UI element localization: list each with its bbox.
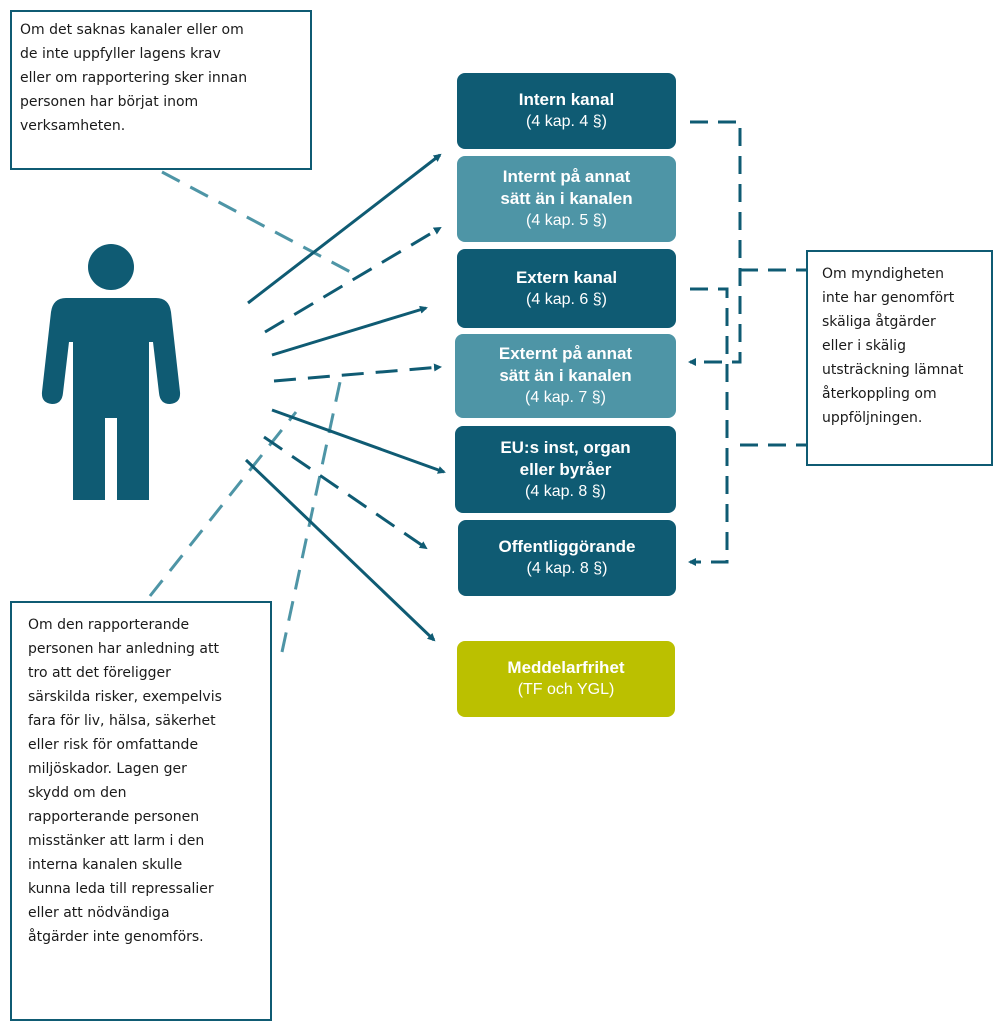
box-meddelarfrihet: Meddelarfrihet (TF och YGL): [457, 641, 675, 717]
box-offentliggorande: Offentliggörande (4 kap. 8 §): [458, 520, 676, 596]
box-ref: (4 kap. 6 §): [526, 290, 607, 308]
note-connector-bottom-a: [148, 411, 298, 597]
bracket-upper: [688, 120, 742, 366]
box-title: Offentliggörande: [498, 537, 636, 556]
box-eu: EU:s inst, organ eller byråer (4 kap. 8 …: [455, 426, 676, 513]
box-intern-kanal: Intern kanal (4 kap. 4 §): [457, 73, 676, 149]
box-title: Extern kanal: [515, 267, 618, 287]
note-right: Om myndigheten inte har genomfört skälig…: [806, 250, 993, 466]
box-ref: (4 kap. 8 §): [526, 560, 608, 577]
box-title: Intern kanal: [518, 90, 615, 109]
bracket-lower: [688, 287, 729, 566]
note-connector-bottom-b: [280, 381, 342, 653]
arrow-internt-annat: [264, 226, 442, 334]
box-ref: (TF och YGL): [517, 681, 615, 698]
box-title: Externt på annat sätt än i kanalen: [498, 344, 633, 385]
arrow-externt-annat: [273, 363, 442, 383]
arrow-extern-kanal: [271, 305, 428, 357]
box-title: Internt på annat sätt än i kanalen: [500, 167, 633, 208]
box-extern-kanal: Extern kanal (4 kap. 6 §): [457, 249, 676, 328]
box-ref: (4 kap. 7 §): [525, 389, 606, 406]
note-top-left: Om det saknas kanaler eller om de inte u…: [10, 10, 312, 170]
arrow-meddelarfrihet: [244, 458, 436, 642]
box-ref: (4 kap. 5 §): [526, 212, 607, 229]
arrow-offentliggorande: [263, 435, 428, 550]
person-icon: [41, 244, 181, 500]
box-title: Meddelarfrihet: [507, 658, 625, 677]
box-externt-annat: Externt på annat sätt än i kanalen (4 ka…: [455, 334, 676, 418]
note-bottom-left: Om den rapporterande personen har anledn…: [10, 601, 272, 1021]
arrow-intern-kanal: [247, 153, 442, 305]
box-internt-annat: Internt på annat sätt än i kanalen (4 ka…: [457, 156, 676, 242]
box-ref: (4 kap. 8 §): [525, 482, 606, 500]
arrow-eu: [271, 408, 446, 474]
box-ref: (4 kap. 4 §): [526, 113, 607, 130]
box-title: EU:s inst, organ eller byråer: [500, 437, 631, 479]
note-connector-top: [161, 170, 359, 278]
